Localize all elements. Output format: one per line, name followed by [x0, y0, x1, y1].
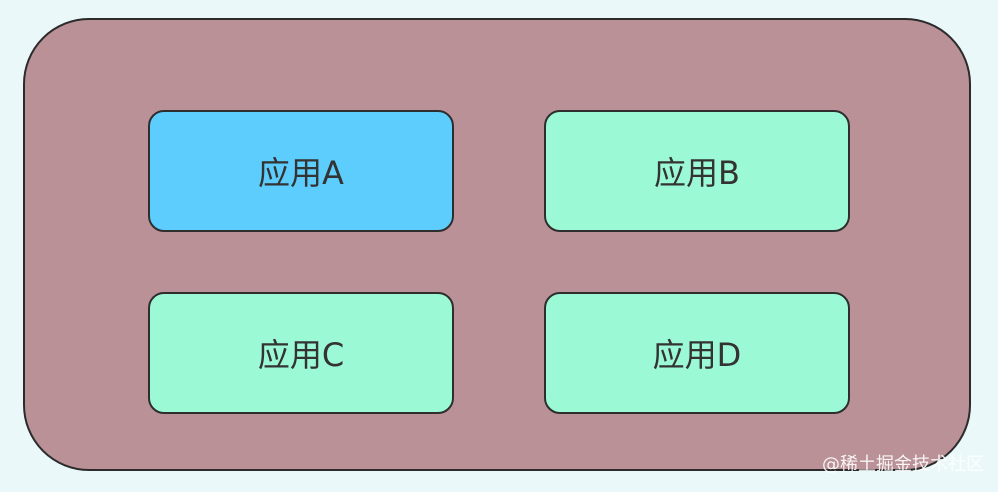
- app-a-box: 应用A: [148, 110, 454, 232]
- app-d-label: 应用D: [652, 336, 742, 374]
- app-a-label: 应用A: [258, 154, 344, 192]
- app-c-box: 应用C: [148, 292, 454, 414]
- watermark: @稀土掘金技术社区: [822, 454, 984, 475]
- app-b-box: 应用B: [544, 110, 850, 232]
- app-c-label: 应用C: [257, 336, 345, 374]
- app-b-label: 应用B: [654, 154, 740, 192]
- app-d-box: 应用D: [544, 292, 850, 414]
